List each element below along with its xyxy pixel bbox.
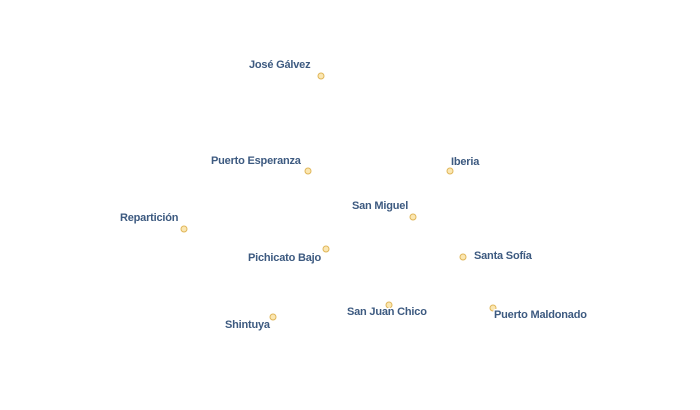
place-label-puerto-esperanza: Puerto Esperanza	[211, 155, 301, 167]
place-label-puerto-maldonado: Puerto Maldonado	[494, 309, 587, 321]
place-label-shintuya: Shintuya	[225, 319, 270, 331]
place-marker-santa-sofia[interactable]	[459, 253, 467, 261]
place-marker-puerto-esperanza[interactable]	[304, 167, 312, 175]
place-label-iberia: Iberia	[451, 156, 480, 168]
place-label-san-juan-chico: San Juan Chico	[347, 306, 427, 318]
place-label-santa-sofia: Santa Sofía	[474, 250, 532, 262]
place-label-pichicato-bajo: Pichicato Bajo	[248, 252, 321, 264]
place-label-reparticion: Repartición	[120, 212, 179, 224]
place-marker-reparticion[interactable]	[180, 225, 188, 233]
place-label-jose-galvez: José Gálvez	[249, 59, 311, 71]
place-label-san-miguel: San Miguel	[352, 200, 409, 212]
place-marker-iberia[interactable]	[446, 167, 454, 175]
place-marker-pichicato-bajo[interactable]	[322, 245, 330, 253]
place-marker-san-juan-chico[interactable]	[385, 301, 393, 309]
place-marker-puerto-maldonado[interactable]	[489, 304, 497, 312]
place-marker-jose-galvez[interactable]	[317, 72, 325, 80]
place-marker-shintuya[interactable]	[269, 313, 277, 321]
place-marker-san-miguel[interactable]	[409, 213, 417, 221]
